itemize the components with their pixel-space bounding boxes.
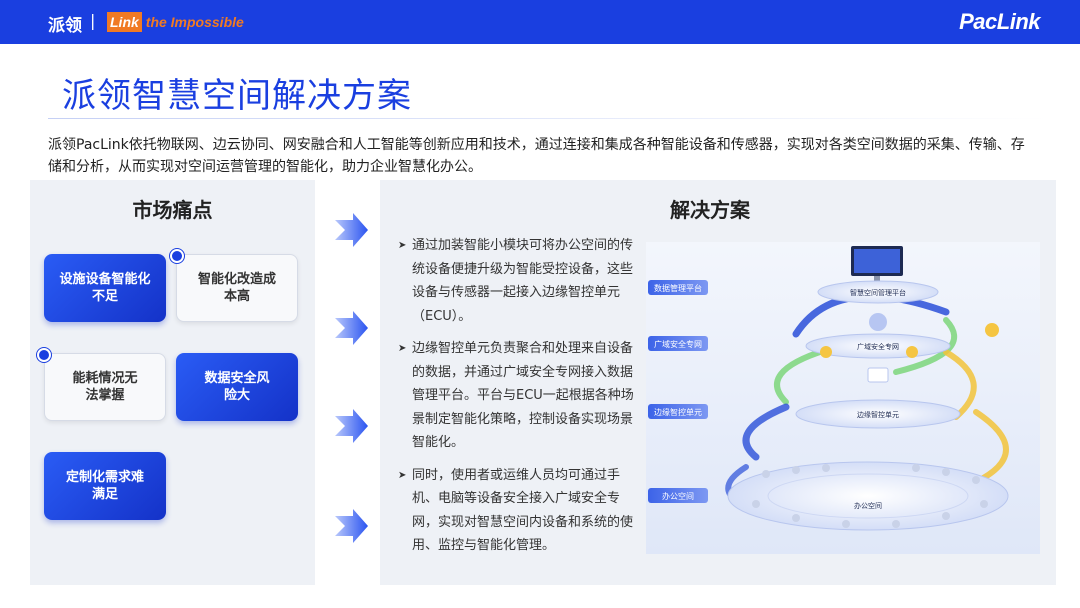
pain-card-2: 智能化改造成本高 (176, 254, 298, 322)
node-icon (820, 346, 832, 358)
solution-item: ➤ 边缘智控单元负责聚合和处理来自设备的数据，并通过广域安全专网接入数据管理平台… (398, 337, 636, 455)
arrow-right-icon (335, 311, 368, 345)
ecu-device-icon (867, 367, 889, 383)
page-title: 派领智慧空间解决方案 (62, 76, 412, 116)
device-icon (792, 466, 800, 474)
platform-layer: 智慧空间管理平台 (817, 280, 939, 304)
svg-text:边缘智控单元: 边缘智控单元 (857, 410, 899, 419)
device-icon (792, 514, 800, 522)
device-icon (892, 520, 900, 528)
bullet-arrow-icon: ➤ (398, 469, 407, 481)
svg-text:数据管理平台: 数据管理平台 (654, 283, 702, 293)
arrow-right-icon (335, 409, 368, 443)
bullet-arrow-icon: ➤ (398, 240, 407, 251)
bullet-arrow-icon: ➤ (398, 343, 407, 354)
device-icon (942, 468, 950, 476)
flow-arc (973, 409, 1009, 485)
svg-text:智慧空间管理平台: 智慧空间管理平台 (850, 288, 906, 297)
arrow-right-icon (335, 509, 368, 543)
marker-dot-icon (170, 249, 184, 263)
device-icon (762, 470, 770, 478)
layer-tag-ecu: 边缘智控单元 (648, 404, 708, 419)
svg-text:广域安全专网: 广域安全专网 (654, 339, 702, 349)
solution-list: ➤ 通过加装智能小模块可将办公空间的传统设备便捷升级为智能受控设备，这些设备与传… (398, 234, 636, 567)
solution-item-text: 通过加装智能小模块可将办公空间的传统设备便捷升级为智能受控设备，这些设备与传感器… (412, 238, 634, 324)
pain-card-label: 数据安全风险大 (204, 371, 270, 403)
header-bar: 派领 | Link the Impossible PacLink (0, 0, 1080, 44)
pain-card-1: 设施设备智能化不足 (44, 254, 166, 322)
solution-heading: 解决方案 (670, 198, 750, 222)
layer-tag-wan: 广域安全专网 (648, 336, 708, 351)
device-icon (942, 512, 950, 520)
slogan-link-badge: Link (107, 12, 142, 32)
solution-item-text: 同时，使用者或运维人员均可通过手机、电脑等设备安全接入广域安全专网，实现对智慧空… (412, 467, 634, 554)
arrow-right-icon (335, 213, 368, 247)
device-icon (980, 500, 988, 508)
node-icon (906, 346, 918, 358)
architecture-diagram: 数据管理平台 广域安全专网 边缘智控单元 办公空间 (646, 242, 1040, 554)
paclink-logo: PacLink (959, 9, 1040, 34)
svg-text:边缘智控单元: 边缘智控单元 (654, 407, 702, 417)
slogan: Link the Impossible (107, 12, 244, 32)
layer-tag-office: 办公空间 (648, 488, 708, 503)
device-icon (822, 464, 830, 472)
flow-arc (774, 347, 829, 405)
marker-dot-icon (37, 348, 51, 362)
solution-item-text: 边缘智控单元负责聚合和处理来自设备的数据，并通过广域安全专网接入数据管理平台。平… (412, 341, 634, 450)
pain-card-label: 定制化需求难满足 (65, 470, 144, 502)
ecu-layer: 边缘智控单元 (795, 367, 961, 429)
pain-card-label: 能耗情况无法掌握 (72, 371, 138, 403)
flow-arc (943, 349, 977, 420)
svg-text:办公空间: 办公空间 (854, 501, 882, 510)
layer-tag-data-platform: 数据管理平台 (648, 280, 708, 295)
pain-card-label: 智能化改造成本高 (197, 272, 276, 304)
pain-card-label: 设施设备智能化不足 (59, 272, 151, 304)
intro-paragraph: 派领PacLink依托物联网、边云协同、网安融合和人工智能等创新应用和技术，通过… (48, 137, 1025, 175)
pain-points-heading: 市场痛点 (132, 198, 213, 222)
pain-card-5: 定制化需求难满足 (44, 452, 166, 520)
solution-item: ➤ 通过加装智能小模块可将办公空间的传统设备便捷升级为智能受控设备，这些设备与传… (398, 234, 636, 328)
flow-arc (742, 403, 790, 461)
device-icon (752, 500, 760, 508)
user-node-icon (985, 323, 999, 337)
solution-item: ➤ 同时，使用者或运维人员均可通过手机、电脑等设备安全接入广域安全专网，实现对智… (398, 464, 636, 558)
slogan-text: the Impossible (145, 14, 244, 30)
globe-icon (869, 313, 887, 331)
pain-card-3: 能耗情况无法掌握 (44, 353, 166, 421)
brand-separator: | (90, 11, 96, 30)
device-icon (912, 464, 920, 472)
title-divider (48, 118, 1048, 119)
device-icon (972, 476, 980, 484)
office-layer: 办公空间 (727, 461, 1009, 531)
svg-text:办公空间: 办公空间 (662, 491, 694, 501)
device-icon (842, 520, 850, 528)
pain-card-4: 数据安全风险大 (176, 353, 298, 421)
brand-name: 派领 (48, 16, 82, 36)
svg-text:广域安全专网: 广域安全专网 (857, 342, 899, 351)
